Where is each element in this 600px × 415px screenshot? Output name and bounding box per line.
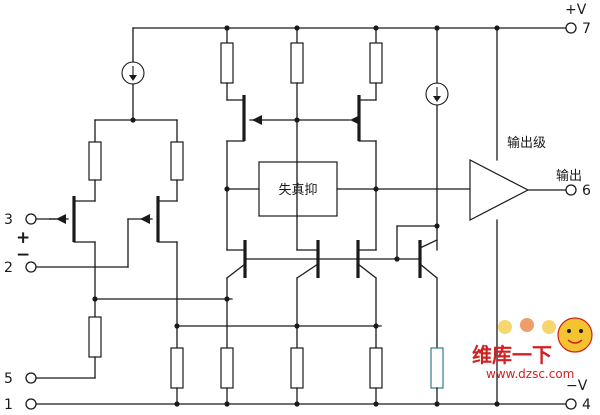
mascot-logo: [498, 317, 593, 353]
label-pin6: 6: [582, 183, 591, 199]
label-vminus: −V: [566, 378, 588, 394]
label-pin5: 5: [4, 371, 13, 387]
watermark-url: www.dzsc.com: [486, 367, 574, 381]
terminal-vplus: [565, 22, 577, 34]
distortion-block: [224, 161, 471, 217]
terminal-pin1: [25, 398, 37, 410]
output-stage: [469, 27, 567, 405]
current-mirror: [220, 25, 500, 251]
distortion-block-label: 失真抑: [278, 183, 317, 198]
label-pin1: 1: [4, 397, 13, 413]
watermark-text: 维库一下: [472, 343, 552, 367]
current-source-left: [121, 27, 145, 121]
output-label: 输出: [556, 168, 582, 184]
label-plus-sign: +: [16, 228, 30, 248]
input-wires: [35, 218, 382, 379]
label-pin4: 4: [582, 397, 591, 413]
terminal-output: [565, 184, 577, 196]
watermark: 维库一下 www.dzsc.com: [472, 317, 593, 381]
label-pin7: 7: [582, 21, 591, 37]
input-stage: [49, 117, 184, 327]
output-stage-label: 输出级: [507, 135, 546, 151]
terminal-vminus: [565, 398, 577, 410]
current-source-right: [425, 27, 449, 251]
label-pin3: 3: [4, 212, 13, 228]
lower-transistors: [170, 119, 500, 407]
label-vplus: +V: [565, 2, 587, 18]
terminal-in-minus: [25, 261, 37, 273]
terminal-pin5: [25, 372, 37, 384]
terminal-in-plus: [25, 213, 37, 225]
label-minus-sign: −: [16, 245, 30, 265]
label-pin2: 2: [4, 260, 13, 276]
